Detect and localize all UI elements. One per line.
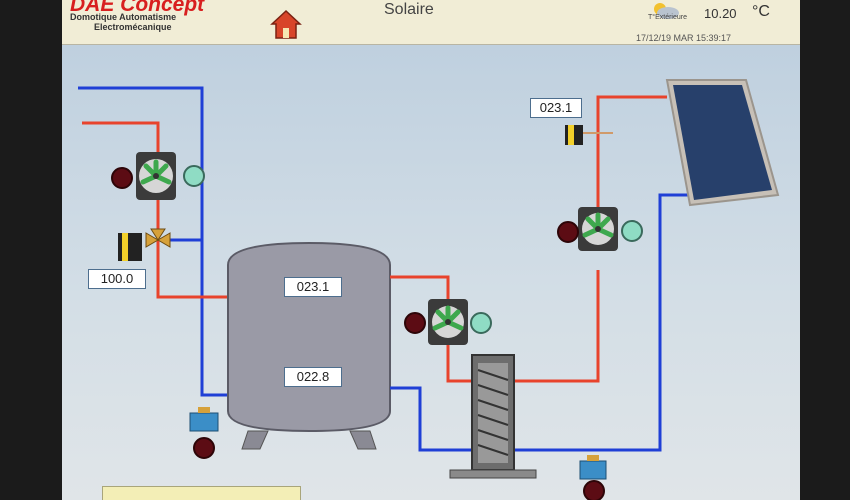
status-led-icon: [193, 437, 215, 459]
heat-exchanger-icon: [449, 354, 537, 479]
valve-icon[interactable]: [145, 228, 171, 248]
hot-pipe-left: [82, 121, 228, 299]
status-led-icon: [470, 312, 492, 334]
actuator-icon: [565, 125, 583, 145]
hot-pipe-collector: [596, 95, 667, 213]
weather-icon: [654, 3, 679, 19]
synoptic-drawing: [78, 79, 780, 500]
tank-top-temp-value[interactable]: 023.1: [284, 277, 342, 297]
brand-tagline-2: Electromécanique: [94, 22, 172, 32]
solar-panel-icon: [665, 79, 780, 207]
pressure-switch-icon: [579, 455, 607, 480]
home-icon[interactable]: [270, 8, 302, 40]
page-title: Solaire: [384, 1, 434, 18]
actuator-icon[interactable]: [118, 233, 142, 261]
status-led-icon: [111, 167, 133, 189]
cold-pipe-middle: [390, 193, 689, 452]
hmi-screen: DAE Concept Domotique Automatisme Electr…: [62, 0, 800, 500]
status-led-icon: [183, 165, 205, 187]
outdoor-temp-value: 10.20: [704, 6, 737, 21]
tank-bottom-temp-value[interactable]: 022.8: [284, 367, 342, 387]
status-led-icon: [557, 221, 579, 243]
synoptic-area: 023.1 023.1 022.8 100.0: [62, 45, 800, 500]
valve-position-value[interactable]: 100.0: [88, 269, 146, 289]
brand-tagline: Domotique Automatisme: [70, 12, 177, 22]
top-bar: DAE Concept Domotique Automatisme Electr…: [62, 0, 800, 45]
pump-left[interactable]: [136, 152, 176, 200]
brand-logo: DAE Concept: [70, 0, 205, 16]
status-led-icon: [404, 312, 426, 334]
temp-unit: °C: [752, 3, 770, 20]
weather-label: T°Extérieure: [648, 14, 687, 21]
datetime: 17/12/19 MAR 15:39:17: [636, 33, 732, 43]
hot-pipe-middle: [390, 270, 600, 383]
footer-panel[interactable]: [102, 486, 301, 500]
pump-right[interactable]: [578, 207, 618, 251]
status-led-icon: [583, 480, 605, 500]
storage-tank: [227, 241, 391, 450]
pump-middle[interactable]: [428, 299, 468, 345]
status-led-icon: [621, 220, 643, 242]
collector-temp-value[interactable]: 023.1: [530, 98, 582, 118]
pressure-switch-icon: [189, 407, 219, 432]
